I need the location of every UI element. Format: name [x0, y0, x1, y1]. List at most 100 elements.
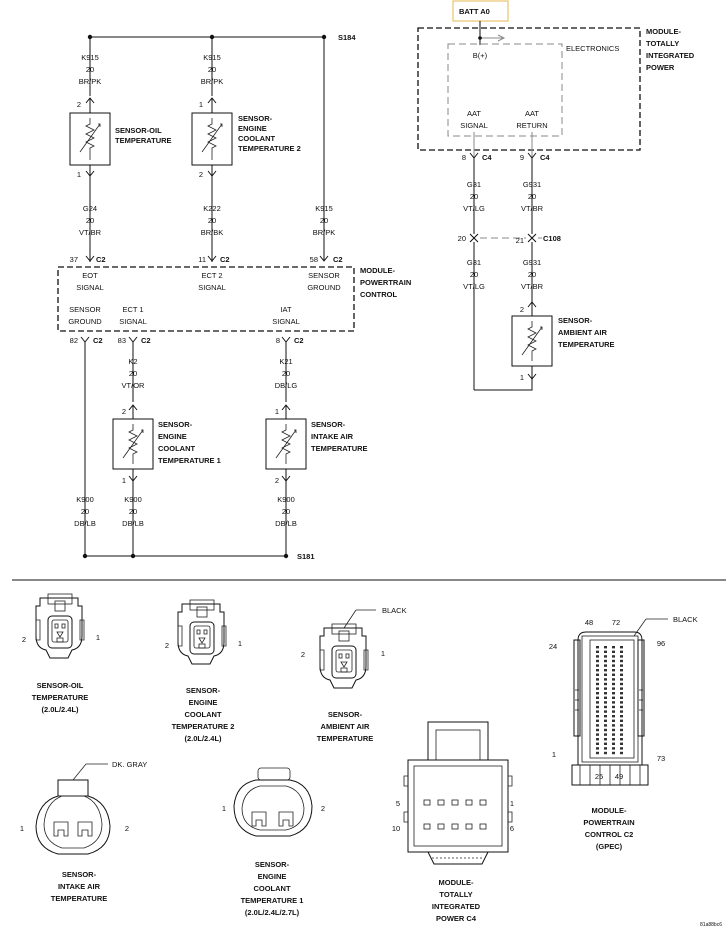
svg-text:K915: K915	[203, 53, 221, 62]
connector-view-ambient-air-temperature: BLACK 2 1 SENSOR- AMBIENT AIR TEMPERATUR…	[301, 606, 407, 743]
svg-text:G31: G31	[467, 180, 481, 189]
svg-text:1: 1	[238, 639, 242, 648]
pcm-pin	[612, 678, 615, 681]
svg-text:ENGINE: ENGINE	[189, 698, 218, 707]
tipm-pin	[451, 799, 459, 806]
svg-text:POWER C4: POWER C4	[436, 914, 477, 923]
svg-text:K915: K915	[315, 204, 333, 213]
svg-text:G931: G931	[523, 180, 541, 189]
svg-text:SENSOR-: SENSOR-	[255, 860, 290, 869]
pcm-pin	[596, 669, 599, 672]
svg-text:20: 20	[282, 507, 290, 516]
svg-text:SENSOR-: SENSOR-	[62, 870, 97, 879]
sensor-ect-2: 1 2 SENSOR- ENGINE COOLANT TEMPERATURE 2	[191, 97, 301, 179]
pcm-pin	[604, 678, 607, 681]
svg-text:SENSOR-: SENSOR-	[558, 316, 593, 325]
tipm-pin	[465, 823, 473, 830]
pcm-pin	[620, 728, 623, 732]
svg-text:K900: K900	[277, 495, 295, 504]
tipm-pin	[437, 823, 445, 830]
pcm-pin	[620, 655, 623, 658]
pcm-pin	[620, 705, 623, 709]
pcm-pin	[612, 682, 615, 686]
pcm-pin	[604, 655, 607, 658]
splice-s184: S184	[87, 33, 356, 42]
connector-view-intake-air-temperature: DK. GRAY 1 2 SENSOR- INTAKE AIR TEMPERAT…	[20, 760, 147, 903]
pcm-pin	[596, 696, 599, 699]
svg-text:20: 20	[208, 216, 216, 225]
svg-text:49: 49	[615, 772, 623, 781]
svg-text:VT/BR: VT/BR	[521, 204, 544, 213]
pcm-pin	[620, 669, 623, 672]
svg-text:TEMPERATURE: TEMPERATURE	[51, 894, 108, 903]
pcm-pin	[620, 692, 623, 695]
svg-text:TEMPERATURE 1: TEMPERATURE 1	[158, 456, 221, 465]
tipm-pin	[465, 799, 473, 806]
svg-text:POWERTRAIN: POWERTRAIN	[360, 278, 411, 287]
svg-text:K915: K915	[81, 53, 99, 62]
pcm-pin	[596, 733, 599, 736]
svg-text:1: 1	[222, 804, 226, 813]
svg-text:20: 20	[282, 369, 290, 378]
svg-text:S181: S181	[297, 552, 315, 561]
svg-text:C4: C4	[482, 153, 492, 162]
pcm-pin	[620, 710, 623, 713]
svg-text:96: 96	[657, 639, 665, 648]
sensor-oil-temperature: 2 1 SENSOR-OIL TEMPERATURE	[69, 97, 172, 179]
svg-text:ENGINE: ENGINE	[158, 432, 187, 441]
svg-text:K222: K222	[203, 204, 221, 213]
pcm-pin	[620, 650, 623, 653]
svg-text:C2: C2	[93, 336, 103, 345]
svg-text:(2.0L/2.4L/2.7L): (2.0L/2.4L/2.7L)	[245, 908, 300, 917]
pcm-pin	[612, 747, 615, 750]
svg-text:25: 25	[595, 772, 603, 781]
svg-text:VT/BR: VT/BR	[521, 282, 544, 291]
pcm-pin	[620, 715, 623, 718]
pcm-pin	[604, 705, 607, 709]
pcm-pin	[620, 696, 623, 699]
svg-text:BR/PK: BR/PK	[201, 77, 224, 86]
tipm-pin	[423, 823, 431, 830]
svg-text:BR/PK: BR/PK	[313, 228, 336, 237]
pcm-pin	[620, 659, 623, 663]
pcm-pin	[612, 733, 615, 736]
svg-text:SENSOR-: SENSOR-	[186, 686, 221, 695]
svg-text:K21: K21	[279, 357, 292, 366]
svg-text:SENSOR: SENSOR	[69, 305, 101, 314]
connector-c108: 20 21 C108	[458, 233, 561, 245]
pcm-pin	[612, 669, 615, 672]
svg-text:20: 20	[81, 507, 89, 516]
svg-text:COOLANT: COOLANT	[238, 134, 275, 143]
svg-text:1: 1	[96, 633, 100, 642]
pcm-pin	[612, 710, 615, 713]
pcm-pin	[604, 682, 607, 686]
svg-text:TOTALLY: TOTALLY	[646, 39, 679, 48]
svg-text:TEMPERATURE: TEMPERATURE	[558, 340, 615, 349]
pcm-pin	[596, 715, 599, 718]
svg-text:SIGNAL: SIGNAL	[198, 283, 226, 292]
svg-text:11: 11	[198, 255, 206, 264]
pcm-pin	[620, 646, 623, 649]
svg-text:BATT A0: BATT A0	[459, 7, 490, 16]
svg-text:ENGINE: ENGINE	[238, 124, 267, 133]
svg-text:SIGNAL: SIGNAL	[119, 317, 147, 326]
svg-text:SENSOR: SENSOR	[308, 271, 340, 280]
pcm-pin	[596, 738, 599, 741]
wire-g24: G24 20 VT/BR	[79, 204, 102, 237]
svg-text:K900: K900	[76, 495, 94, 504]
pcm-pin	[620, 701, 623, 704]
svg-text:(2.0L/2.4L): (2.0L/2.4L)	[184, 734, 222, 743]
pcm-pin	[596, 742, 599, 745]
connector-view-ect-1: 1 2 SENSOR- ENGINE COOLANT TEMPERATURE 1…	[222, 767, 325, 917]
svg-text:ECT 1: ECT 1	[122, 305, 143, 314]
pcm-pin	[604, 664, 607, 667]
tipm-module: ELECTRONICS B(+) AAT SIGNAL AAT RETURN M…	[417, 27, 695, 158]
svg-text:20: 20	[86, 65, 94, 74]
tipm-pin	[451, 823, 459, 830]
svg-text:2: 2	[22, 635, 26, 644]
pcm-pin	[604, 719, 607, 722]
svg-text:AAT: AAT	[525, 109, 539, 118]
wire-k2: K2 20 VT/OR	[122, 357, 146, 390]
pcm-pin	[620, 733, 623, 736]
svg-text:21: 21	[516, 236, 524, 245]
